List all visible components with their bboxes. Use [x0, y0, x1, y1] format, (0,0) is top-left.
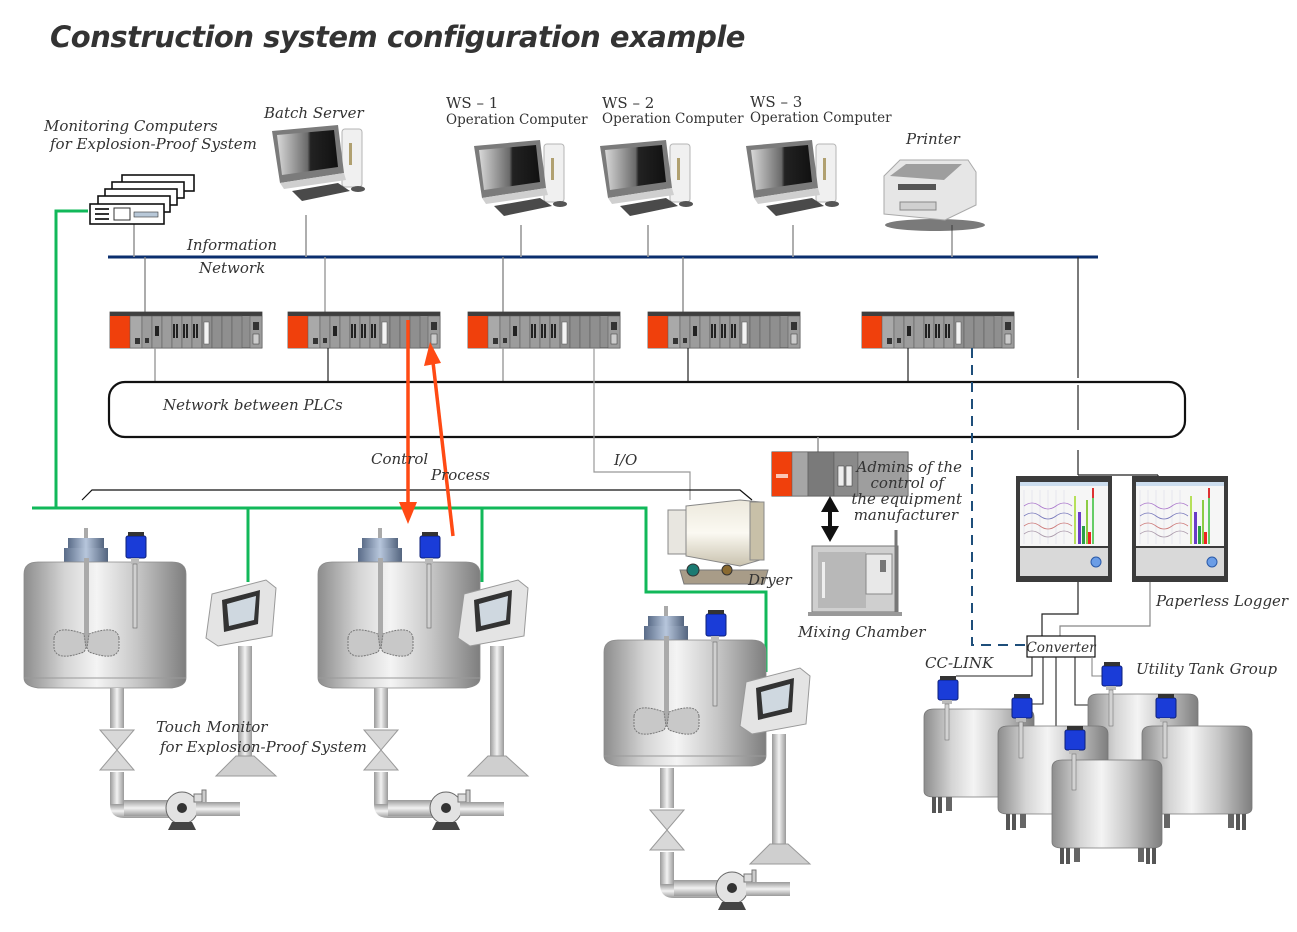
- ws2-role: Operation Computer: [602, 111, 744, 127]
- control-arrow: [399, 320, 417, 524]
- ws2-computer-icon: [599, 139, 694, 217]
- control-label: Control: [371, 450, 428, 468]
- pipe-valve-pump-3: [649, 767, 791, 911]
- ws3-name: WS – 3: [750, 93, 802, 111]
- ws3-role: Operation Computer: [750, 110, 892, 126]
- ws1-name: WS – 1: [446, 94, 498, 112]
- equipment-plc: [771, 451, 909, 497]
- reactor-tank-3: [603, 605, 767, 767]
- printer-label: Printer: [905, 130, 961, 148]
- converter-box: Converter: [1026, 635, 1097, 658]
- reactor-tank-1: [23, 527, 187, 689]
- svg-text:Admins of the: Admins of the: [855, 458, 963, 476]
- printer-icon: [883, 159, 985, 231]
- ws2-name: WS – 2: [602, 94, 654, 112]
- plc-2: [287, 311, 441, 349]
- plc-network-bus: [107, 380, 1187, 439]
- pipe-valve-pump-1: [99, 687, 241, 831]
- plc-4: [647, 311, 801, 349]
- mixing-chamber-label: Mixing Chamber: [797, 623, 926, 641]
- equipment-plc-label: Admins of the control of the equipment m…: [851, 458, 963, 524]
- plc-1: [109, 311, 263, 349]
- svg-text:control of: control of: [871, 474, 947, 492]
- information-network-label-2: Network: [198, 259, 265, 277]
- plc-3: [467, 311, 621, 349]
- dryer-icon: [667, 499, 769, 585]
- io-line: [593, 348, 691, 500]
- touch-monitor-label-1: Touch Monitor: [156, 718, 268, 736]
- dashed-cc-link: [971, 348, 1028, 646]
- utility-tank-group-label: Utility Tank Group: [1136, 660, 1277, 678]
- process-label: Process: [430, 466, 490, 484]
- process-arrow: [424, 342, 455, 537]
- paperless-logger-label: Paperless Logger: [1155, 592, 1289, 610]
- cc-link-label: CC-LINK: [925, 654, 994, 672]
- converter-label: Converter: [1026, 640, 1097, 656]
- ws1-role: Operation Computer: [446, 112, 588, 128]
- touch-monitor-label-2: for Explosion-Proof System: [159, 738, 367, 756]
- reactor-tank-2: [317, 527, 481, 689]
- plc-5: [861, 311, 1015, 349]
- ws1-computer-icon: [473, 139, 568, 217]
- io-label: I/O: [613, 451, 637, 469]
- field-network-green: [32, 209, 768, 672]
- paperless-logger-1: [1015, 475, 1113, 583]
- plc-network-label: Network between PLCs: [162, 396, 343, 414]
- batch-server-icon: [271, 124, 366, 202]
- page-title: Construction system configuration exampl…: [50, 20, 745, 54]
- information-network-label-1: Information: [186, 236, 277, 254]
- bidirectional-arrow: [821, 496, 839, 542]
- mixing-chamber-icon: [808, 530, 902, 616]
- dryer-label: Dryer: [747, 571, 793, 589]
- ws3-computer-icon: [745, 139, 840, 217]
- batch-server-label: Batch Server: [263, 104, 364, 122]
- monitoring-computers-icon: [89, 174, 195, 225]
- paperless-logger-2: [1131, 475, 1229, 583]
- svg-text:manufacturer: manufacturer: [854, 506, 959, 524]
- utility-tank-group-icon: [923, 661, 1253, 865]
- monitoring-computers-label-2: for Explosion-Proof System: [49, 135, 257, 153]
- svg-text:the equipment: the equipment: [851, 490, 963, 508]
- pipe-valve-pump-2: [363, 687, 505, 831]
- monitoring-computers-label-1: Monitoring Computers: [43, 117, 218, 135]
